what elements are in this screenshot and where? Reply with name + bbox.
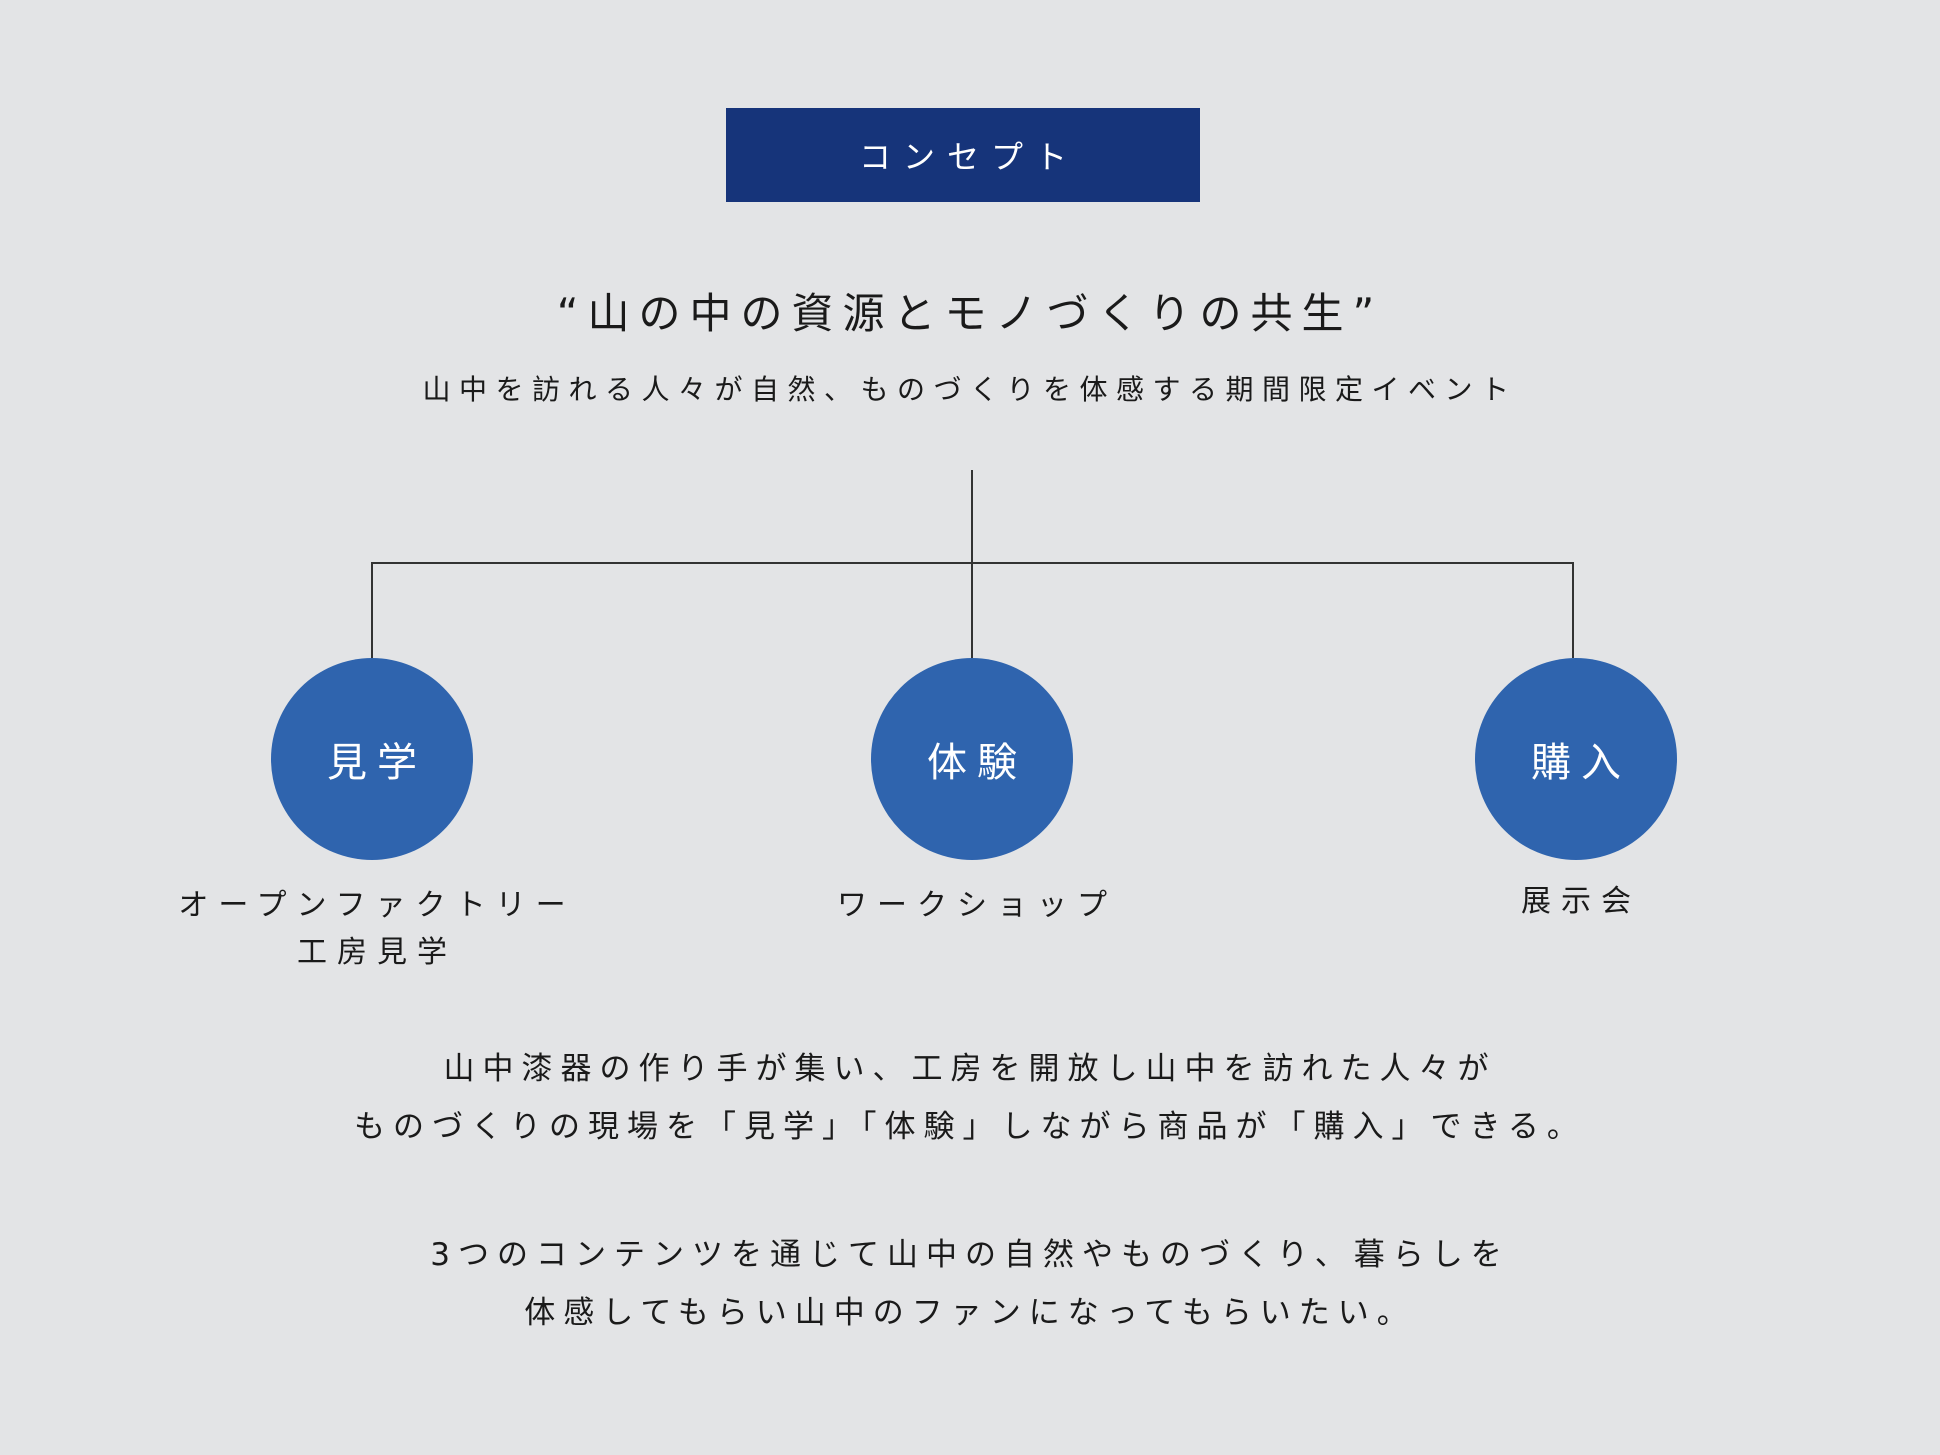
- node-label: 見学: [327, 740, 427, 786]
- connector-trunk: [971, 470, 973, 658]
- caption-line: オープンファクトリー: [178, 888, 576, 923]
- connector-right: [1572, 562, 1574, 658]
- connector-horizontal: [371, 562, 1574, 564]
- description-paragraph-1: 山中漆器の作り手が集い、工房を開放し山中を訪れた人々が ものづくりの現場を「見学…: [0, 1040, 1940, 1156]
- node-caption-kounyu: 展示会: [1281, 878, 1881, 925]
- node-circle-taiken: 体験: [871, 658, 1073, 860]
- connector-left: [371, 562, 373, 658]
- paragraph-line: ものづくりの現場を「見学」「体験」しながら商品が「購入」できる。: [354, 1109, 1586, 1145]
- concept-title: “山の中の資源とモノづくりの共生”: [556, 289, 1384, 338]
- caption-line: ワークショップ: [837, 888, 1117, 923]
- concept-subtitle: 山中を訪れる人々が自然、ものづくりを体感する期間限定イベント: [422, 373, 1518, 406]
- concept-header-banner: コンセプト: [726, 108, 1200, 202]
- concept-header-label: コンセプト: [858, 138, 1079, 176]
- node-circle-kengaku: 見学: [271, 658, 473, 860]
- caption-line: 展示会: [1521, 884, 1641, 919]
- paragraph-line: 3つのコンテンツを通じて山中の自然やものづくり、暮らしを: [430, 1237, 1510, 1273]
- node-caption-kengaku: オープンファクトリー 工房見学: [77, 882, 677, 976]
- node-circle-kounyu: 購入: [1475, 658, 1677, 860]
- node-label: 購入: [1531, 740, 1631, 786]
- node-label: 体験: [927, 740, 1027, 786]
- paragraph-line: 山中漆器の作り手が集い、工房を開放し山中を訪れた人々が: [443, 1051, 1497, 1087]
- node-caption-taiken: ワークショップ: [677, 882, 1277, 929]
- caption-line: 工房見学: [297, 935, 457, 970]
- paragraph-line: 体感してもらい山中のファンになってもらいたい。: [524, 1295, 1416, 1331]
- description-paragraph-2: 3つのコンテンツを通じて山中の自然やものづくり、暮らしを 体感してもらい山中のフ…: [0, 1226, 1940, 1342]
